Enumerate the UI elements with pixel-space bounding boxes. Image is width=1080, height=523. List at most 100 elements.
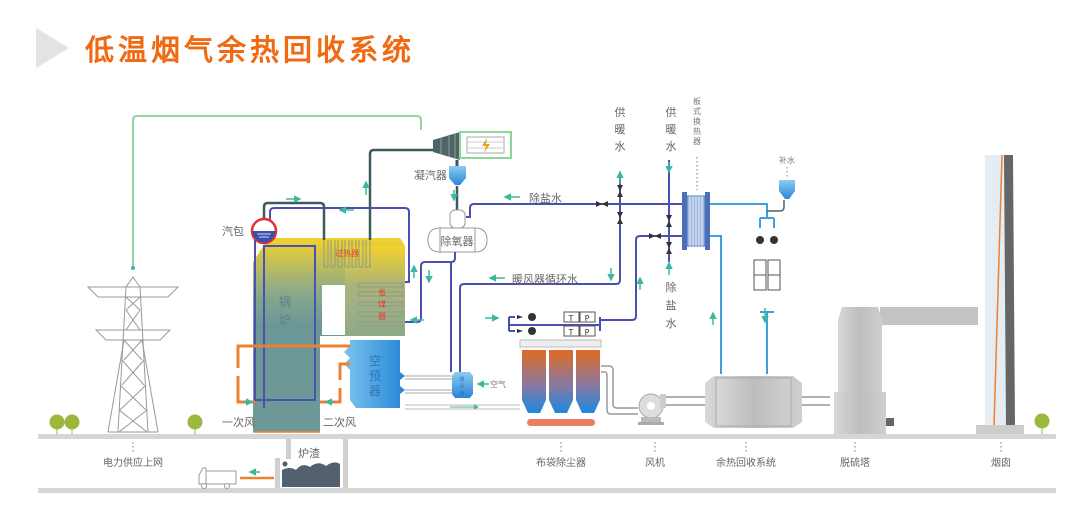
aph-ports [400,372,405,394]
bag-outlet-duct [601,365,638,415]
air-heater-label-b: 风 [459,384,464,390]
heating-water-2-label-c: 水 [666,140,677,153]
heater-circ-pipe [459,172,621,372]
flue-ducts [666,396,830,406]
pump-t-label: T [568,328,574,337]
boiler-label-1: 锅 [279,294,291,309]
plate-hx-label-c: 换 [693,116,701,126]
truck-icon [198,467,237,489]
air-ducts [405,375,452,394]
pump-p-label: P [585,314,590,323]
condenser [449,166,466,185]
water-wall-pipe [254,232,316,408]
heating-water-1-label-a: 供 [615,105,626,119]
power-line [132,115,422,268]
demin-water-label: 除盐水 [529,191,562,205]
valve-icon[interactable] [596,185,672,254]
heater-circ-label: 暖风器循环水 [512,273,578,286]
fan-icon [638,393,666,425]
ground-line [38,434,1056,439]
power-tower-icon [86,276,180,433]
air-heater [452,372,473,398]
deaerator-label: 除氧器 [441,234,474,248]
demin-water-pipe [466,203,690,218]
baghouse-label: 布袋除尘器 [536,456,586,469]
economizer-coils [357,282,404,327]
secondary-air-label: 二次风 [323,415,356,429]
heating-water-2-label-a: 供 [666,105,677,119]
pump-loop [759,212,775,374]
plate-heat-exchanger [682,192,710,250]
slag-label: 炉渣 [298,446,320,460]
air-preheater [344,340,400,408]
primary-air-label: 一次风 [222,415,255,429]
waste-heat-recovery-unit [705,376,802,428]
pump-t-label: T [568,314,574,323]
drum-steam-pipe [262,201,326,240]
makeup-pipe [767,200,785,212]
feedwater-pipe [405,252,456,323]
pump-icon[interactable] [753,236,781,291]
steam-drum [250,217,278,245]
main-steam-pipe [368,148,435,240]
flue-duct [405,404,520,410]
aph-label-2: 预 [369,369,381,383]
aph-label-3: 器 [369,384,381,398]
economizer-label-2: 煤 [378,299,386,309]
fan-label: 风机 [645,456,665,469]
air-label: 空气 [490,379,506,389]
desulfurization-tower [834,307,978,434]
play-triangle-icon [36,28,69,68]
tree-icon [49,413,1050,434]
plate-hx-label-b: 式 [693,106,701,116]
superheater-label: 过热器 [335,248,359,258]
heating-water-1-label-b: 暖 [615,123,626,136]
baghouse [519,339,602,426]
economizer-label-1: 省 [378,287,386,297]
condenser-label: 凝汽器 [414,168,447,182]
boiler-back-pass [345,246,405,336]
secondary-air-duct [320,362,350,404]
power-line-end [131,266,135,270]
aph-label-1: 空 [369,354,381,368]
heating-water-2-label-b: 暖 [666,123,677,136]
drum-return-pipe [269,207,410,283]
pit-wall [343,439,348,488]
waste-heat-label: 余热回收系统 [716,456,776,469]
title-block: 低温烟气余热回收系统 [36,28,415,68]
pump-icon[interactable] [508,311,601,337]
drum-label: 汽包 [222,224,244,238]
makeup-tank [779,180,795,199]
demin-vert-label-a: 除 [666,280,677,294]
economizer-label-3: 器 [378,312,386,321]
slag-pile [282,462,340,487]
turbine-icon [433,132,460,160]
plate-hx-label-e: 器 [693,137,701,146]
basement-line [38,488,1056,493]
air-heater-label-c: 器 [459,391,464,397]
boiler-label-2: 炉 [279,313,291,327]
desulfurization-label: 脱硫塔 [840,456,870,469]
air-heater-label-a: 暖 [459,376,464,383]
leader-lines [132,442,1002,452]
slag-particle [282,461,288,467]
chimney-label: 烟囱 [991,456,1011,469]
pit-wall [275,458,280,488]
plate-hx-label-d: 热 [693,126,701,136]
page-title: 低温烟气余热回收系统 [85,33,416,67]
pump-p-label: P [585,328,590,337]
generator-icon [459,131,512,159]
pump-return-pipe [600,235,685,321]
boiler-gap [322,285,345,335]
demin-vert-label-c: 水 [666,317,677,330]
heating-water-1-label-c: 水 [615,140,626,153]
pit-wall [286,439,291,459]
plate-hx-label-a: 板 [693,96,701,106]
deaerator [427,209,488,253]
makeup-label: 补水 [779,155,795,165]
superheater-coils [323,240,371,268]
demin-vert-label-b: 盐 [666,299,677,312]
power-grid-label: 电力供应上网 [103,456,163,469]
chimney [976,154,1024,434]
